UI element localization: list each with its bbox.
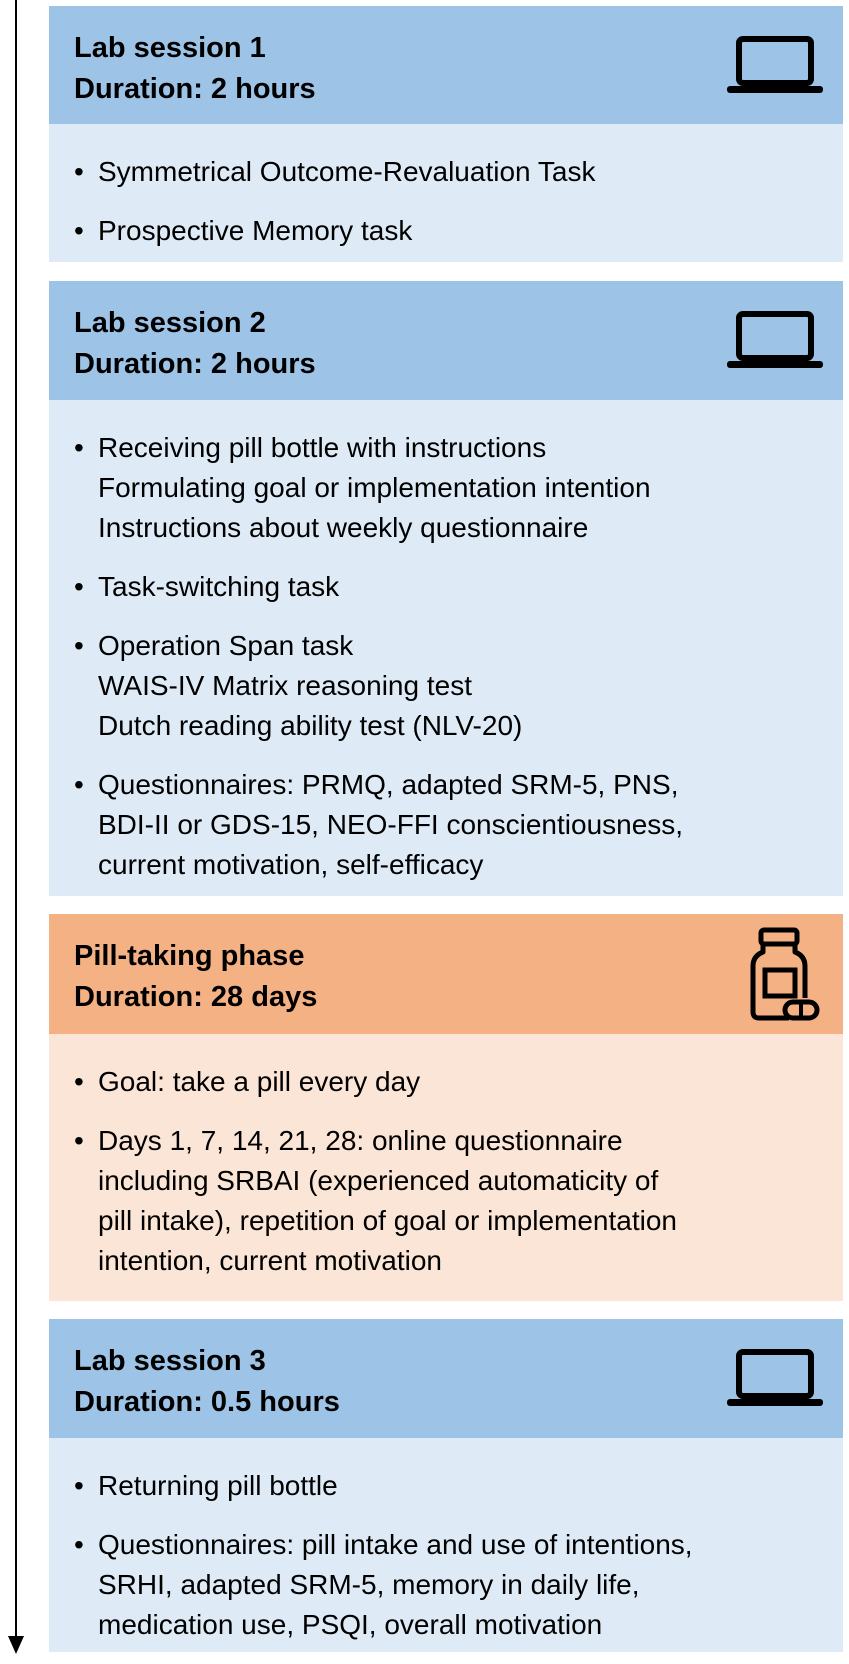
section-body: Goal: take a pill every day Days 1, 7, 1… (49, 1034, 843, 1301)
list-item: Questionnaires: PRMQ, adapted SRM-5, PNS… (74, 765, 823, 885)
list-item: Prospective Memory task (74, 211, 823, 251)
laptop-icon (727, 1349, 823, 1406)
title-text: Lab session 1 (74, 32, 266, 64)
item-list: Symmetrical Outcome-Revaluation Task Pro… (74, 152, 823, 270)
duration-text: Duration: 28 days (74, 981, 318, 1013)
pill-bottle-icon (750, 927, 820, 1021)
list-item: Receiving pill bottle with instructions … (74, 428, 823, 548)
item-list: Receiving pill bottle with instructions … (74, 428, 823, 904)
laptop-icon (727, 36, 823, 93)
title-text: Lab session 3 (74, 1345, 266, 1377)
section-lab-session-2: Lab session 2 Duration: 2 hours Receivin… (49, 281, 843, 896)
section-body: Returning pill bottle Questionnaires: pi… (49, 1438, 843, 1652)
section-title: Pill-taking phase Duration: 28 days (74, 936, 317, 1018)
arrow-down-icon (8, 1636, 24, 1654)
list-item: Operation Span task WAIS-IV Matrix reaso… (74, 626, 823, 746)
section-body: Symmetrical Outcome-Revaluation Task Pro… (49, 124, 843, 262)
list-item: Days 1, 7, 14, 21, 28: online questionna… (74, 1121, 823, 1281)
section-title: Lab session 2 Duration: 2 hours (74, 303, 316, 385)
section-lab-session-3: Lab session 3 Duration: 0.5 hours Return… (49, 1319, 843, 1652)
title-text: Pill-taking phase (74, 940, 305, 972)
section-title: Lab session 3 Duration: 0.5 hours (74, 1341, 340, 1423)
section-header: Lab session 1 Duration: 2 hours (49, 6, 843, 124)
duration-text: Duration: 2 hours (74, 348, 316, 380)
list-item: Returning pill bottle (74, 1466, 823, 1506)
list-item: Goal: take a pill every day (74, 1062, 823, 1102)
item-list: Goal: take a pill every day Days 1, 7, 1… (74, 1062, 823, 1300)
section-pill-taking-phase: Pill-taking phase Duration: 28 days Goal… (49, 914, 843, 1301)
section-header: Pill-taking phase Duration: 28 days (49, 914, 843, 1034)
item-list: Returning pill bottle Questionnaires: pi… (74, 1466, 823, 1664)
section-lab-session-1: Lab session 1 Duration: 2 hours Symmetri… (49, 6, 843, 262)
section-body: Receiving pill bottle with instructions … (49, 400, 843, 896)
section-title: Lab session 1 Duration: 2 hours (74, 28, 316, 110)
title-text: Lab session 2 (74, 307, 266, 339)
duration-text: Duration: 0.5 hours (74, 1386, 340, 1418)
section-header: Lab session 2 Duration: 2 hours (49, 281, 843, 400)
timeline-line (15, 0, 17, 1640)
list-item: Questionnaires: pill intake and use of i… (74, 1525, 823, 1645)
list-item: Task-switching task (74, 567, 823, 607)
section-header: Lab session 3 Duration: 0.5 hours (49, 1319, 843, 1438)
duration-text: Duration: 2 hours (74, 73, 316, 105)
laptop-icon (727, 311, 823, 368)
list-item: Symmetrical Outcome-Revaluation Task (74, 152, 823, 192)
